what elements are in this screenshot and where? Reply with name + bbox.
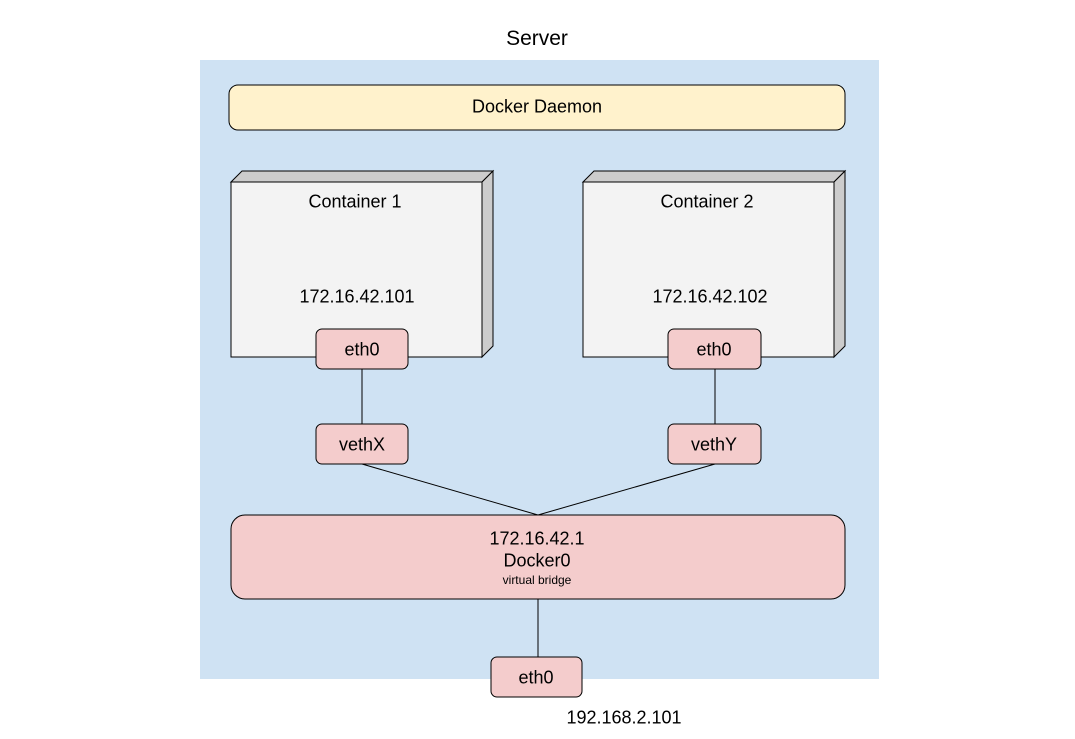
host-eth0-box — [490, 656, 583, 698]
container-1-top-face — [229, 170, 495, 183]
bridge-name: Docker0 — [503, 550, 571, 571]
container-2-side-face — [833, 169, 846, 359]
server-title: Server — [506, 27, 568, 50]
container-1-name: Container 1 — [308, 191, 402, 212]
docker-daemon-label: Docker Daemon — [471, 96, 603, 117]
container-2-top-face — [581, 170, 847, 183]
vethy-box — [667, 423, 762, 465]
container-1-front-face — [230, 181, 483, 358]
docker0-bridge-box — [230, 514, 846, 600]
docker-daemon-box — [228, 84, 846, 131]
server-external-ip: 192.168.2.101 — [566, 707, 682, 728]
vethx-box — [315, 423, 409, 465]
container-1-eth0-box — [315, 328, 409, 370]
container-2-ip: 172.16.42.102 — [652, 286, 768, 307]
bridge-description: virtual bridge — [502, 573, 572, 587]
vethx-label: vethX — [338, 434, 386, 455]
link-vethy-to-bridge — [537, 463, 716, 516]
container-2-eth0-box — [667, 328, 762, 370]
host-eth0-label: eth0 — [518, 667, 554, 688]
container-2-name: Container 2 — [660, 191, 754, 212]
container-2-front-face — [582, 181, 835, 358]
container-1-ip: 172.16.42.101 — [299, 286, 415, 307]
container-2-eth0-label: eth0 — [696, 339, 732, 360]
bridge-ip: 172.16.42.1 — [489, 528, 585, 549]
link-vethx-to-bridge — [361, 463, 539, 516]
vethy-label: vethY — [690, 434, 738, 455]
container-2-box — [581, 169, 847, 359]
container-1-eth0-label: eth0 — [344, 339, 380, 360]
container-1-box — [229, 169, 495, 359]
container-1-side-face — [481, 169, 494, 359]
